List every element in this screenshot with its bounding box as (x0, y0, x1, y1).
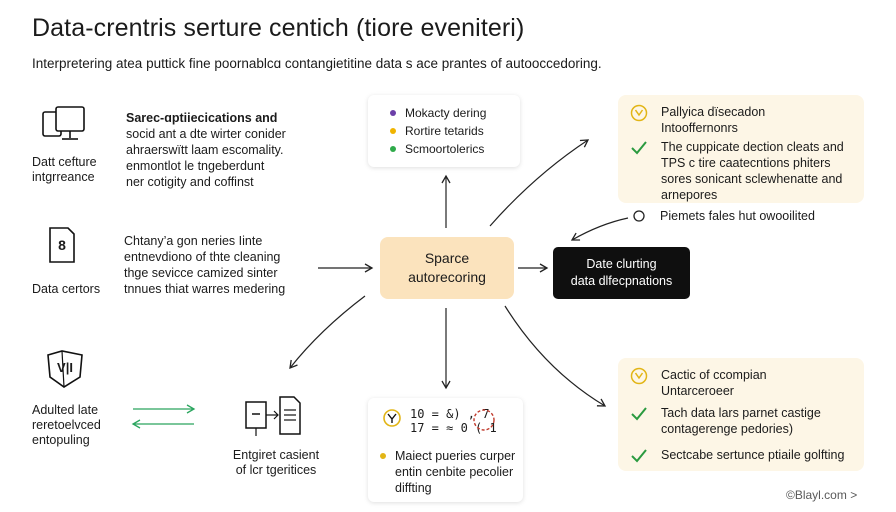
item1-text-line: Sarec-ɑptiiecications and (126, 111, 278, 125)
check-icon (631, 141, 647, 155)
note: Piemets fales hut owooilited (632, 208, 815, 224)
item1-text-line: ahraerswïtt laam escomality. (126, 143, 284, 157)
metric-text: Mokacty dering (405, 106, 487, 120)
item1-label-line2: intgrreance (32, 170, 95, 184)
metric-bullet: Rortire tetarids (390, 122, 486, 140)
item2-label: Data certors (32, 282, 101, 296)
panel-text-line: TPS c tire caatecntions phiters (661, 156, 831, 170)
arrow-from-note (570, 217, 629, 241)
item2-text-line: Chtany’a gon neries Iinte (124, 234, 263, 248)
panel-text-line: Cactic of ccompian (661, 368, 767, 382)
flow-label: Entgiret casient of lcr tgeritices (226, 448, 326, 478)
panel-text-line: The cuppicate dection cleats and (661, 140, 844, 154)
arrow-lower-left (289, 295, 366, 370)
bullet-dot-yellow (390, 128, 396, 134)
formula-card-line: diffting (395, 481, 432, 495)
shield-icon: V|I (44, 349, 86, 389)
metric-bullet: Mokacty dering (390, 104, 486, 122)
dark-box-line1: Date clurting (586, 257, 657, 271)
page-subtitle: Interpretering atea puttick fine poornab… (32, 56, 602, 71)
item3-label-line1: Adulted late (32, 403, 99, 417)
item2-text-line: entnevdiono of thte cleaning (124, 250, 281, 264)
panel-text-line: Tach data lars parnet castige (661, 406, 821, 420)
item1-text-line: socid ant a dte wirter conider (126, 127, 286, 141)
circle-icon (633, 210, 645, 222)
arrow-upper-right (489, 139, 590, 227)
formula-card-line: Maiect pueries curper (395, 449, 516, 463)
watermark: ©Blayl.com > (786, 488, 858, 502)
info-icon (630, 367, 648, 385)
formula-card: 10 = &) , 7 17 = ≈ 0 ( 1 Maiect pueries … (368, 398, 523, 502)
flow-label-line1: Entgiret casient (232, 448, 320, 462)
dark-box-line2: data dlfecpnations (570, 274, 673, 288)
metric-text: Rortire tetarids (405, 124, 484, 138)
formula-text: 10 = &) , 7 17 = ≈ 0 ( 1 (410, 407, 497, 435)
dashed-circle-icon (471, 406, 497, 439)
data-clurting-box: Date clurting data dlfecpnations (553, 247, 690, 299)
item1-text-line: enmontlot le tngeberdunt (126, 159, 265, 173)
center-box-line1: Sparce (424, 250, 470, 266)
monitor-icon (40, 104, 88, 149)
item3-label-line2: reretoelvced (32, 418, 101, 432)
item2-text-line: thge sevicce camized sinter (124, 266, 278, 280)
arrow-lower-right (504, 305, 607, 407)
formula-icon (382, 408, 402, 433)
page-title: Data-crentris serture centich (tiore eve… (32, 14, 525, 42)
note-text: Piemets fales hut owooilited (660, 209, 815, 223)
top-right-panel: Pallyica dïsecadon Intooffernonrs The cu… (618, 95, 864, 203)
metric-bullet: Scmoortolerics (390, 140, 486, 158)
panel-text-line: sores sonicant sclewhenatte and (661, 172, 843, 186)
center-box-line2: autorecoring (408, 269, 486, 285)
metrics-card: Mokacty dering Rortire tetarids Scmoorto… (368, 95, 520, 167)
panel-text-line: arnepores (661, 188, 718, 202)
check-icon (631, 449, 647, 463)
formula-line1: 10 = &) , 7 (410, 407, 490, 421)
bullet-dot-gold (380, 453, 386, 459)
bullet-dot-green (390, 146, 396, 152)
info-icon (630, 104, 648, 122)
metric-text: Scmoortolerics (405, 142, 485, 156)
formula-card-line: entin cenbite pecolier (395, 465, 514, 479)
flow-label-line2: of lcr tgeritices (235, 463, 317, 477)
panel-text-line: Untarceroeer (661, 384, 734, 398)
panel-text-line: Pallyica dïsecadon (661, 105, 766, 119)
item3-label-line3: entopuling (32, 433, 90, 447)
item2-text-line: tnnues thiat warres medering (124, 282, 286, 296)
item1-description: Sarec-ɑptiiecications and socid ant a dt… (126, 110, 286, 190)
document-icon-glyph: 8 (58, 237, 66, 253)
item1-label-line1: Datt cefture (32, 155, 97, 169)
panel-text-line: contagerenge pedories) (661, 422, 794, 436)
panel-text-line: Intooffernonrs (661, 121, 738, 135)
document-icon: 8 (48, 226, 76, 264)
shield-icon-glyph: V|I (57, 360, 73, 375)
check-icon (631, 407, 647, 421)
sparse-autorecoring-box: Sparce autorecoring (380, 237, 514, 299)
bullet-dot-purple (390, 110, 396, 116)
item2-description: Chtany’a gon neries Iinte entnevdiono of… (124, 233, 285, 297)
item1-text-line: ner cotigity and coffinst (126, 175, 254, 189)
bottom-right-panel: Cactic of ccompian Untarceroeer Tach dat… (618, 358, 864, 471)
document-flow-icon (244, 394, 304, 443)
panel-text-line: Sectcabe sertunce ptiaile golfting (661, 448, 845, 462)
